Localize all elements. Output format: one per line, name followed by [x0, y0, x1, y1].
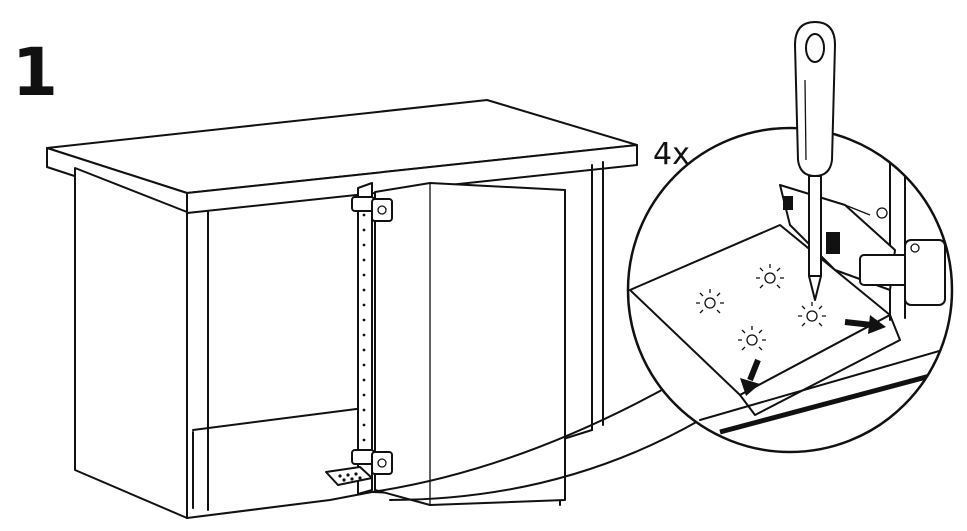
screwdriver-icon [794, 21, 836, 301]
zoom-detail [626, 21, 954, 454]
top-hinge-icon [351, 196, 393, 222]
bottom-hinge-icon [351, 449, 393, 475]
stile-holes [362, 213, 366, 457]
screw-hole-icons [696, 264, 826, 351]
cabinet-icon [46, 99, 638, 519]
mounting-plate-icon [325, 466, 373, 486]
direction-arrow-icon [740, 315, 886, 396]
quantity-label: 4x [653, 137, 690, 172]
step-number: 1 [12, 34, 58, 111]
